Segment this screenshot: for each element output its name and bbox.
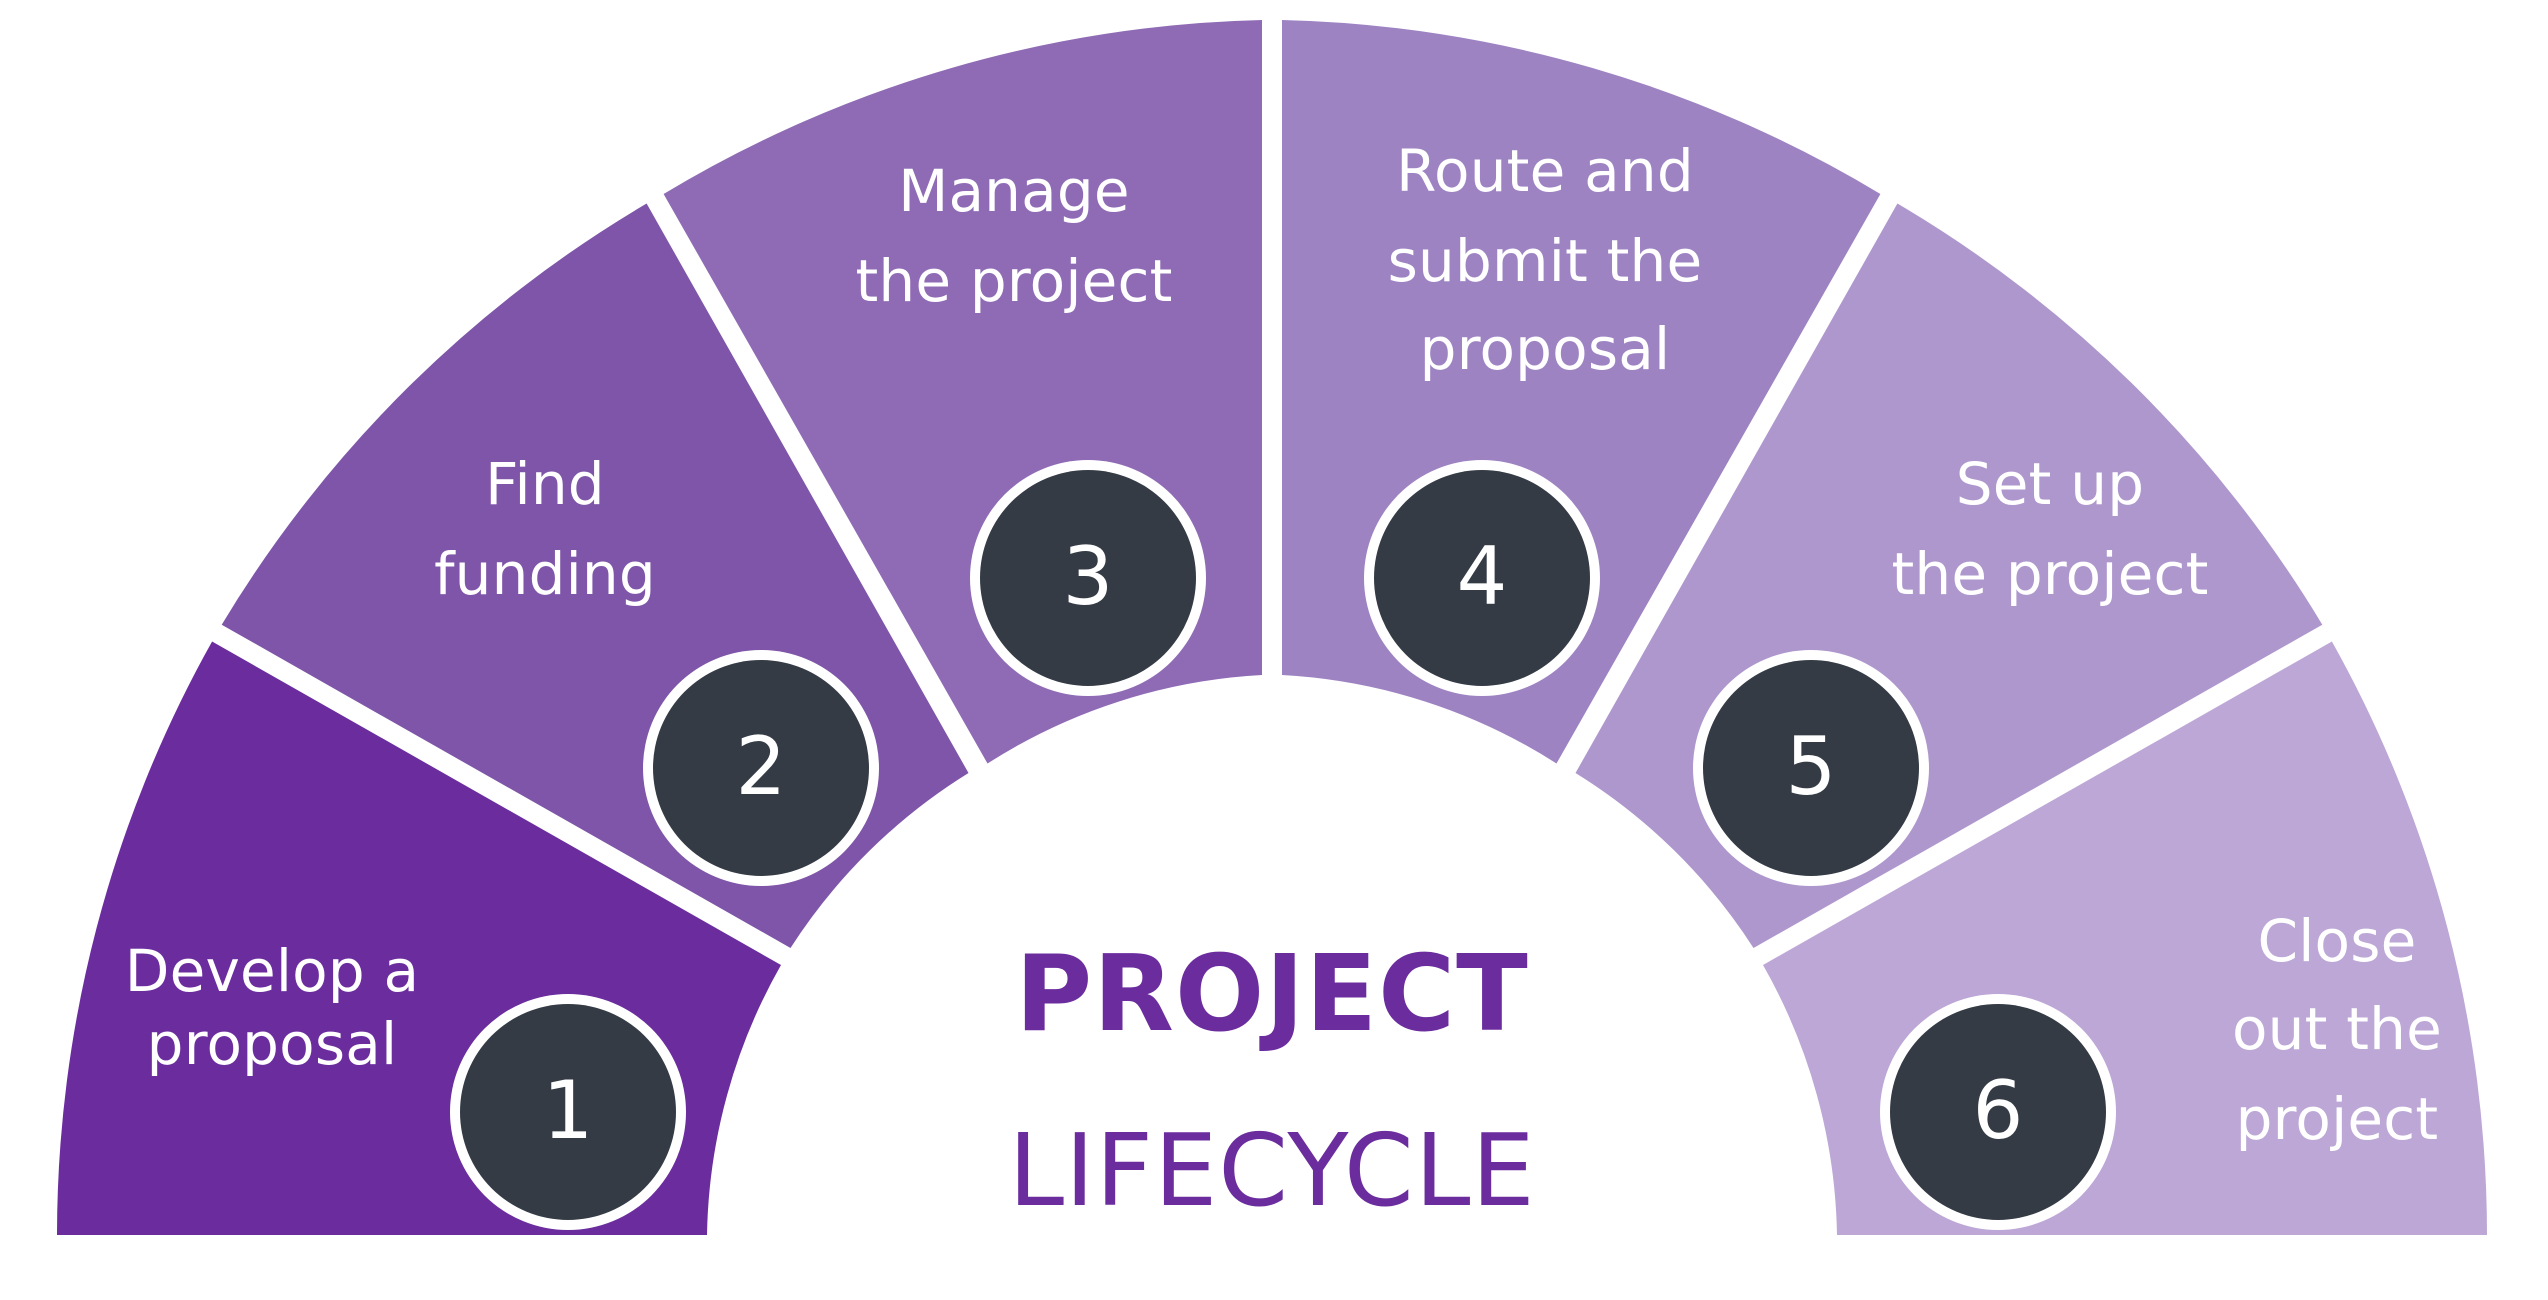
svg-text:3: 3 — [1063, 530, 1114, 623]
center-title: PROJECT LIFECYCLE — [1008, 933, 1535, 1229]
step-circle-5[interactable] — [1703, 660, 1919, 876]
svg-text:the project: the project — [1891, 540, 2208, 608]
segment-2-label: Find funding — [434, 450, 656, 608]
svg-text:Manage: Manage — [898, 157, 1130, 225]
step-circle-6[interactable] — [1890, 1004, 2106, 1220]
step-circle-4[interactable] — [1374, 470, 1590, 686]
step-number-2[interactable]: 2 — [643, 650, 879, 886]
svg-text:6: 6 — [1973, 1064, 2024, 1157]
step-number-1[interactable]: 1 — [450, 994, 686, 1230]
svg-text:Develop a: Develop a — [125, 937, 420, 1005]
step-number-6[interactable]: 6 — [1880, 994, 2116, 1230]
step-circle-3[interactable] — [980, 470, 1196, 686]
step-number-5[interactable]: 5 — [1693, 650, 1929, 886]
svg-text:funding: funding — [434, 540, 656, 608]
svg-text:4: 4 — [1457, 530, 1508, 623]
segment-3-label: Manage the project — [855, 157, 1172, 315]
svg-text:out the: out the — [2232, 995, 2442, 1063]
step-circle-2[interactable] — [653, 660, 869, 876]
svg-text:the project: the project — [855, 247, 1172, 315]
svg-text:2: 2 — [736, 720, 787, 813]
svg-text:1: 1 — [543, 1064, 594, 1157]
segment-5-label: Set up the project — [1891, 450, 2208, 608]
svg-text:Set up: Set up — [1956, 450, 2144, 518]
svg-text:5: 5 — [1786, 720, 1837, 813]
step-circle-1[interactable] — [460, 1004, 676, 1220]
svg-text:submit the: submit the — [1388, 227, 1703, 295]
svg-text:Route and: Route and — [1396, 137, 1694, 205]
segment-4-label: Route and submit the proposal — [1388, 137, 1703, 383]
segment-6-label: Close out the project — [2232, 907, 2442, 1153]
svg-text:Find: Find — [485, 450, 605, 518]
svg-text:Close: Close — [2258, 907, 2417, 975]
step-number-3[interactable]: 3 — [970, 460, 1206, 696]
center-title-line2: LIFECYCLE — [1008, 1112, 1535, 1229]
svg-text:proposal: proposal — [147, 1010, 398, 1078]
segment-1-label: Develop a proposal — [125, 937, 420, 1078]
svg-text:proposal: proposal — [1420, 315, 1671, 383]
svg-text:project: project — [2236, 1085, 2439, 1153]
step-number-4[interactable]: 4 — [1364, 460, 1600, 696]
center-title-line1: PROJECT — [1015, 933, 1529, 1055]
